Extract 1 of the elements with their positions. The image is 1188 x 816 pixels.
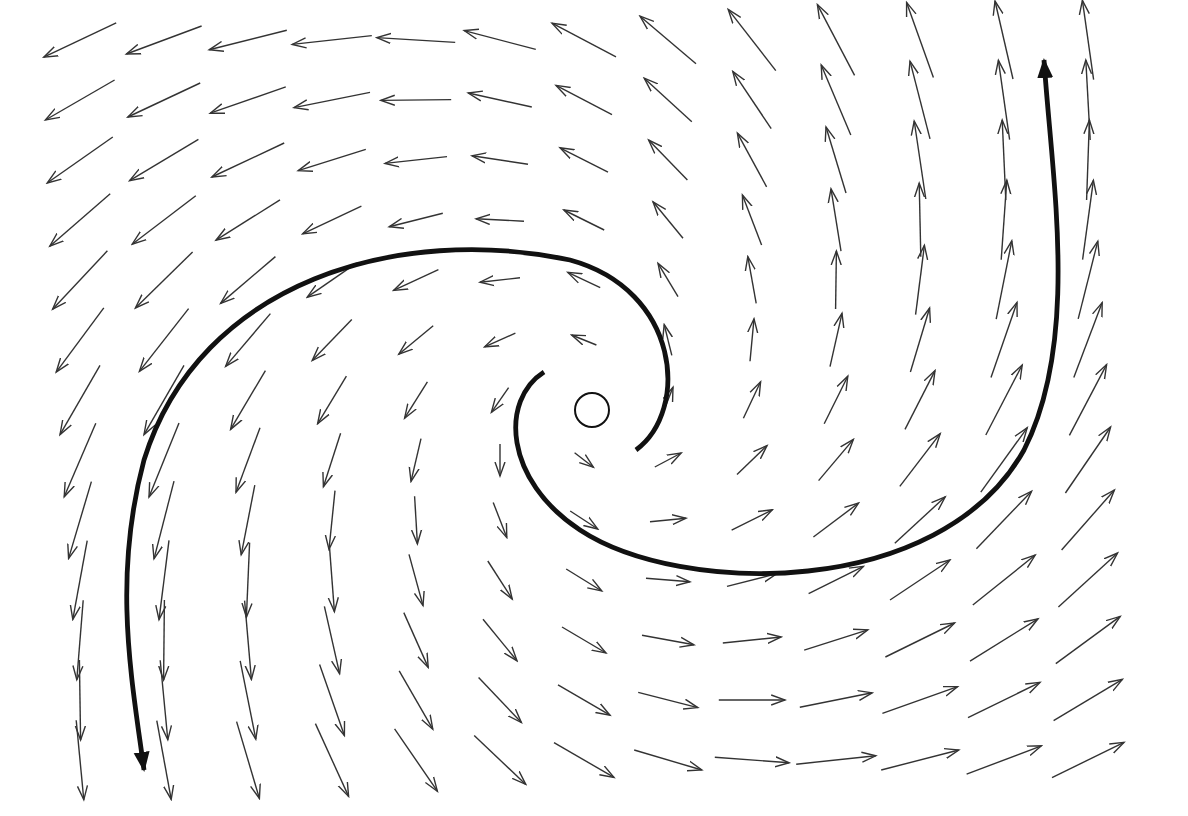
equilibrium-circle bbox=[574, 392, 610, 428]
